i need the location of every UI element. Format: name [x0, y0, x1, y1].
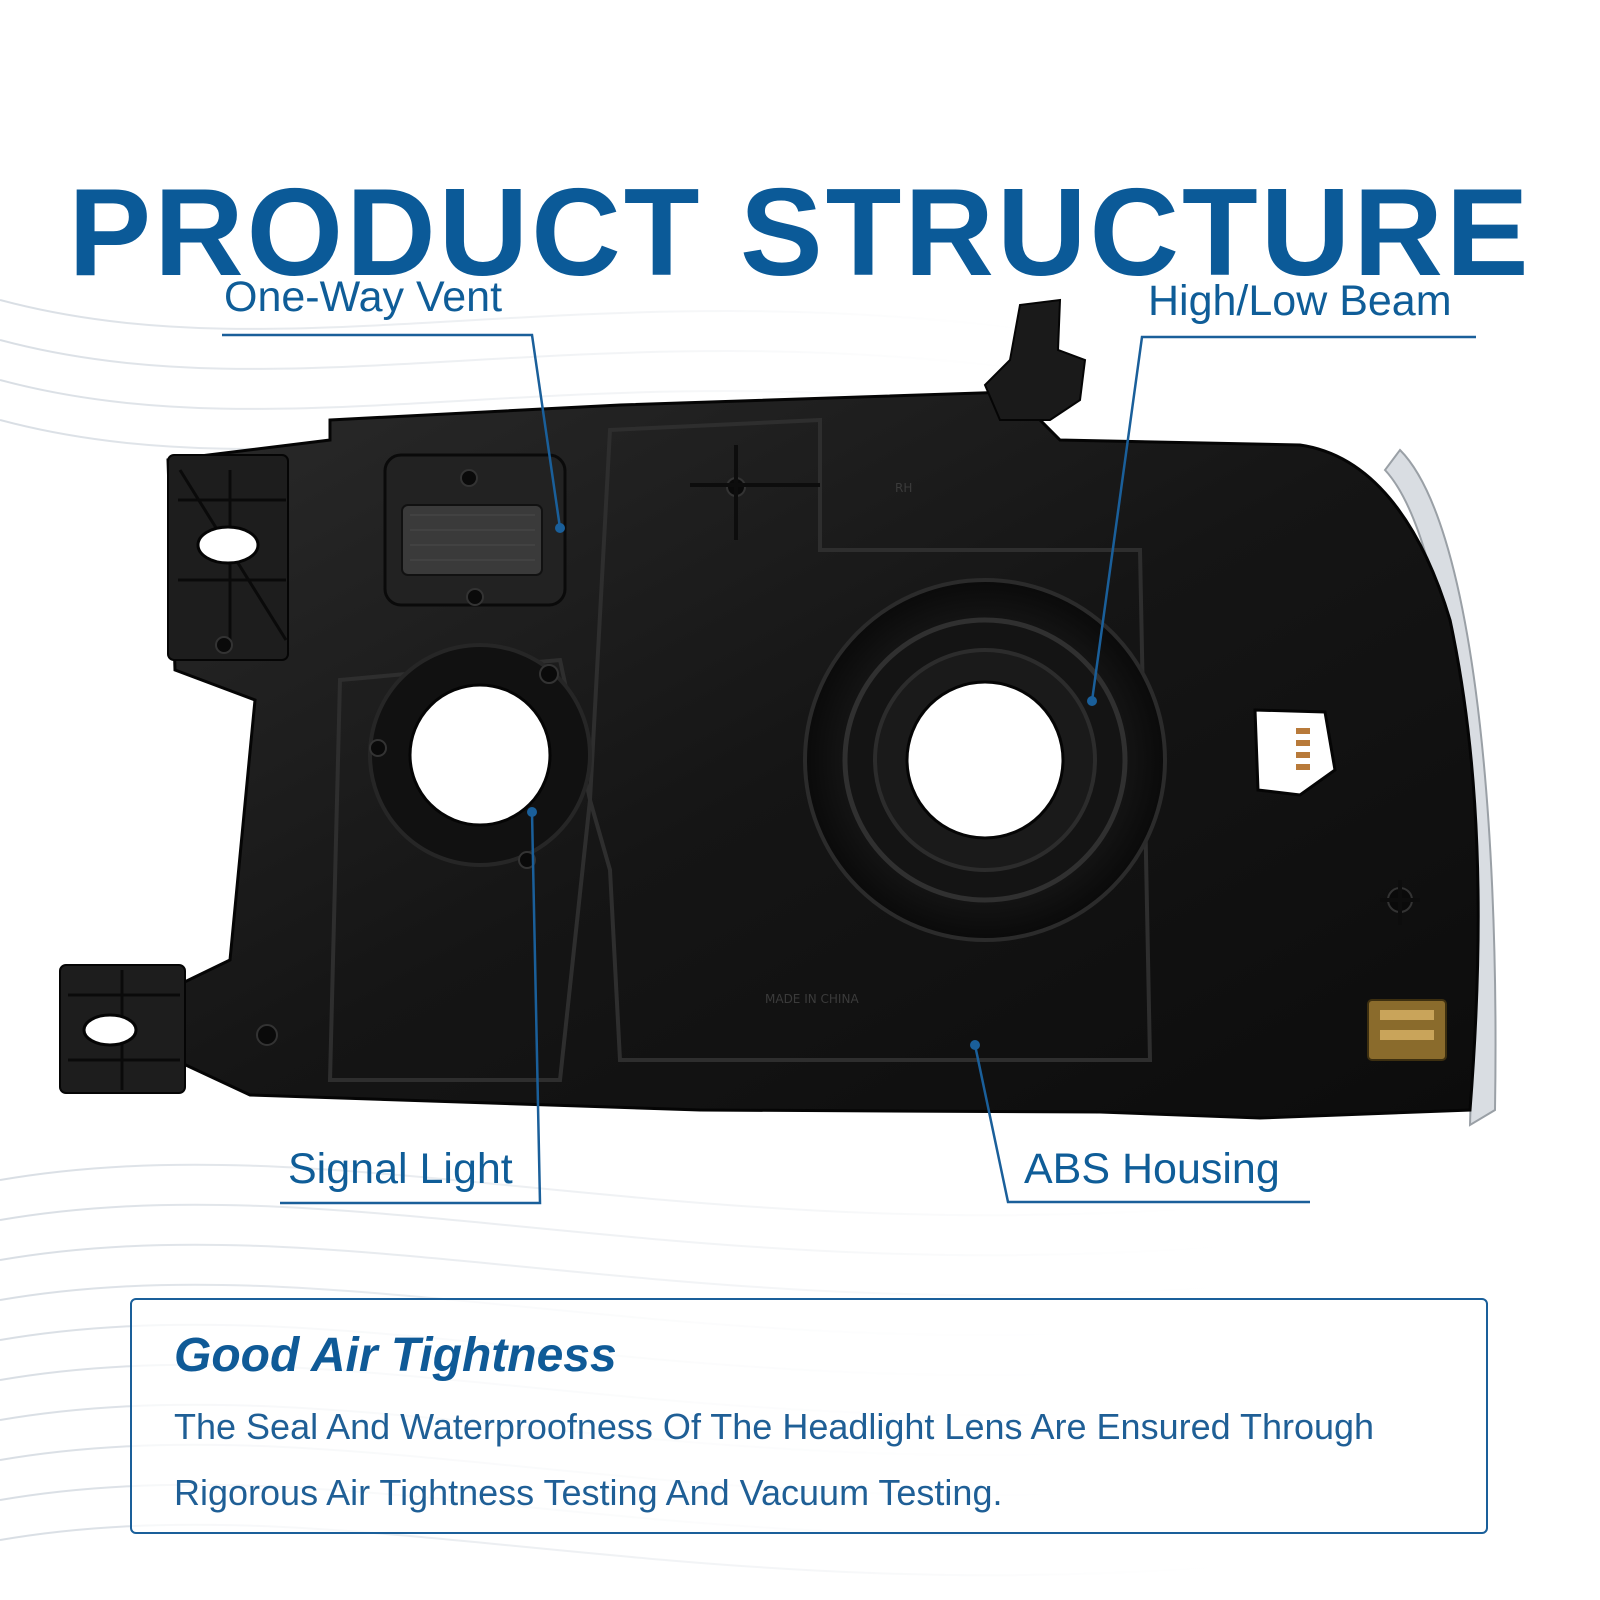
svg-text:MADE IN CHINA: MADE IN CHINA	[765, 992, 859, 1006]
page-title: PRODUCT STRUCTURE	[68, 164, 1532, 303]
high-low-beam-socket	[905, 680, 1065, 840]
one-way-vent-label: One-Way Vent	[224, 273, 503, 321]
feature-info-box: Good Air Tightness The Seal And Waterpro…	[130, 1298, 1488, 1534]
svg-text:RH: RH	[895, 481, 912, 495]
feature-title: Good Air Tightness	[174, 1329, 617, 1382]
signal-light-label: Signal Light	[288, 1145, 513, 1193]
top-mounting-clip	[983, 298, 1087, 421]
high-low-beam-label: High/Low Beam	[1148, 277, 1452, 325]
abs-housing-label: ABS Housing	[1024, 1145, 1280, 1193]
signal-light-socket	[408, 683, 552, 827]
feature-description: The Seal And Waterproofness Of The Headl…	[174, 1406, 1375, 1513]
